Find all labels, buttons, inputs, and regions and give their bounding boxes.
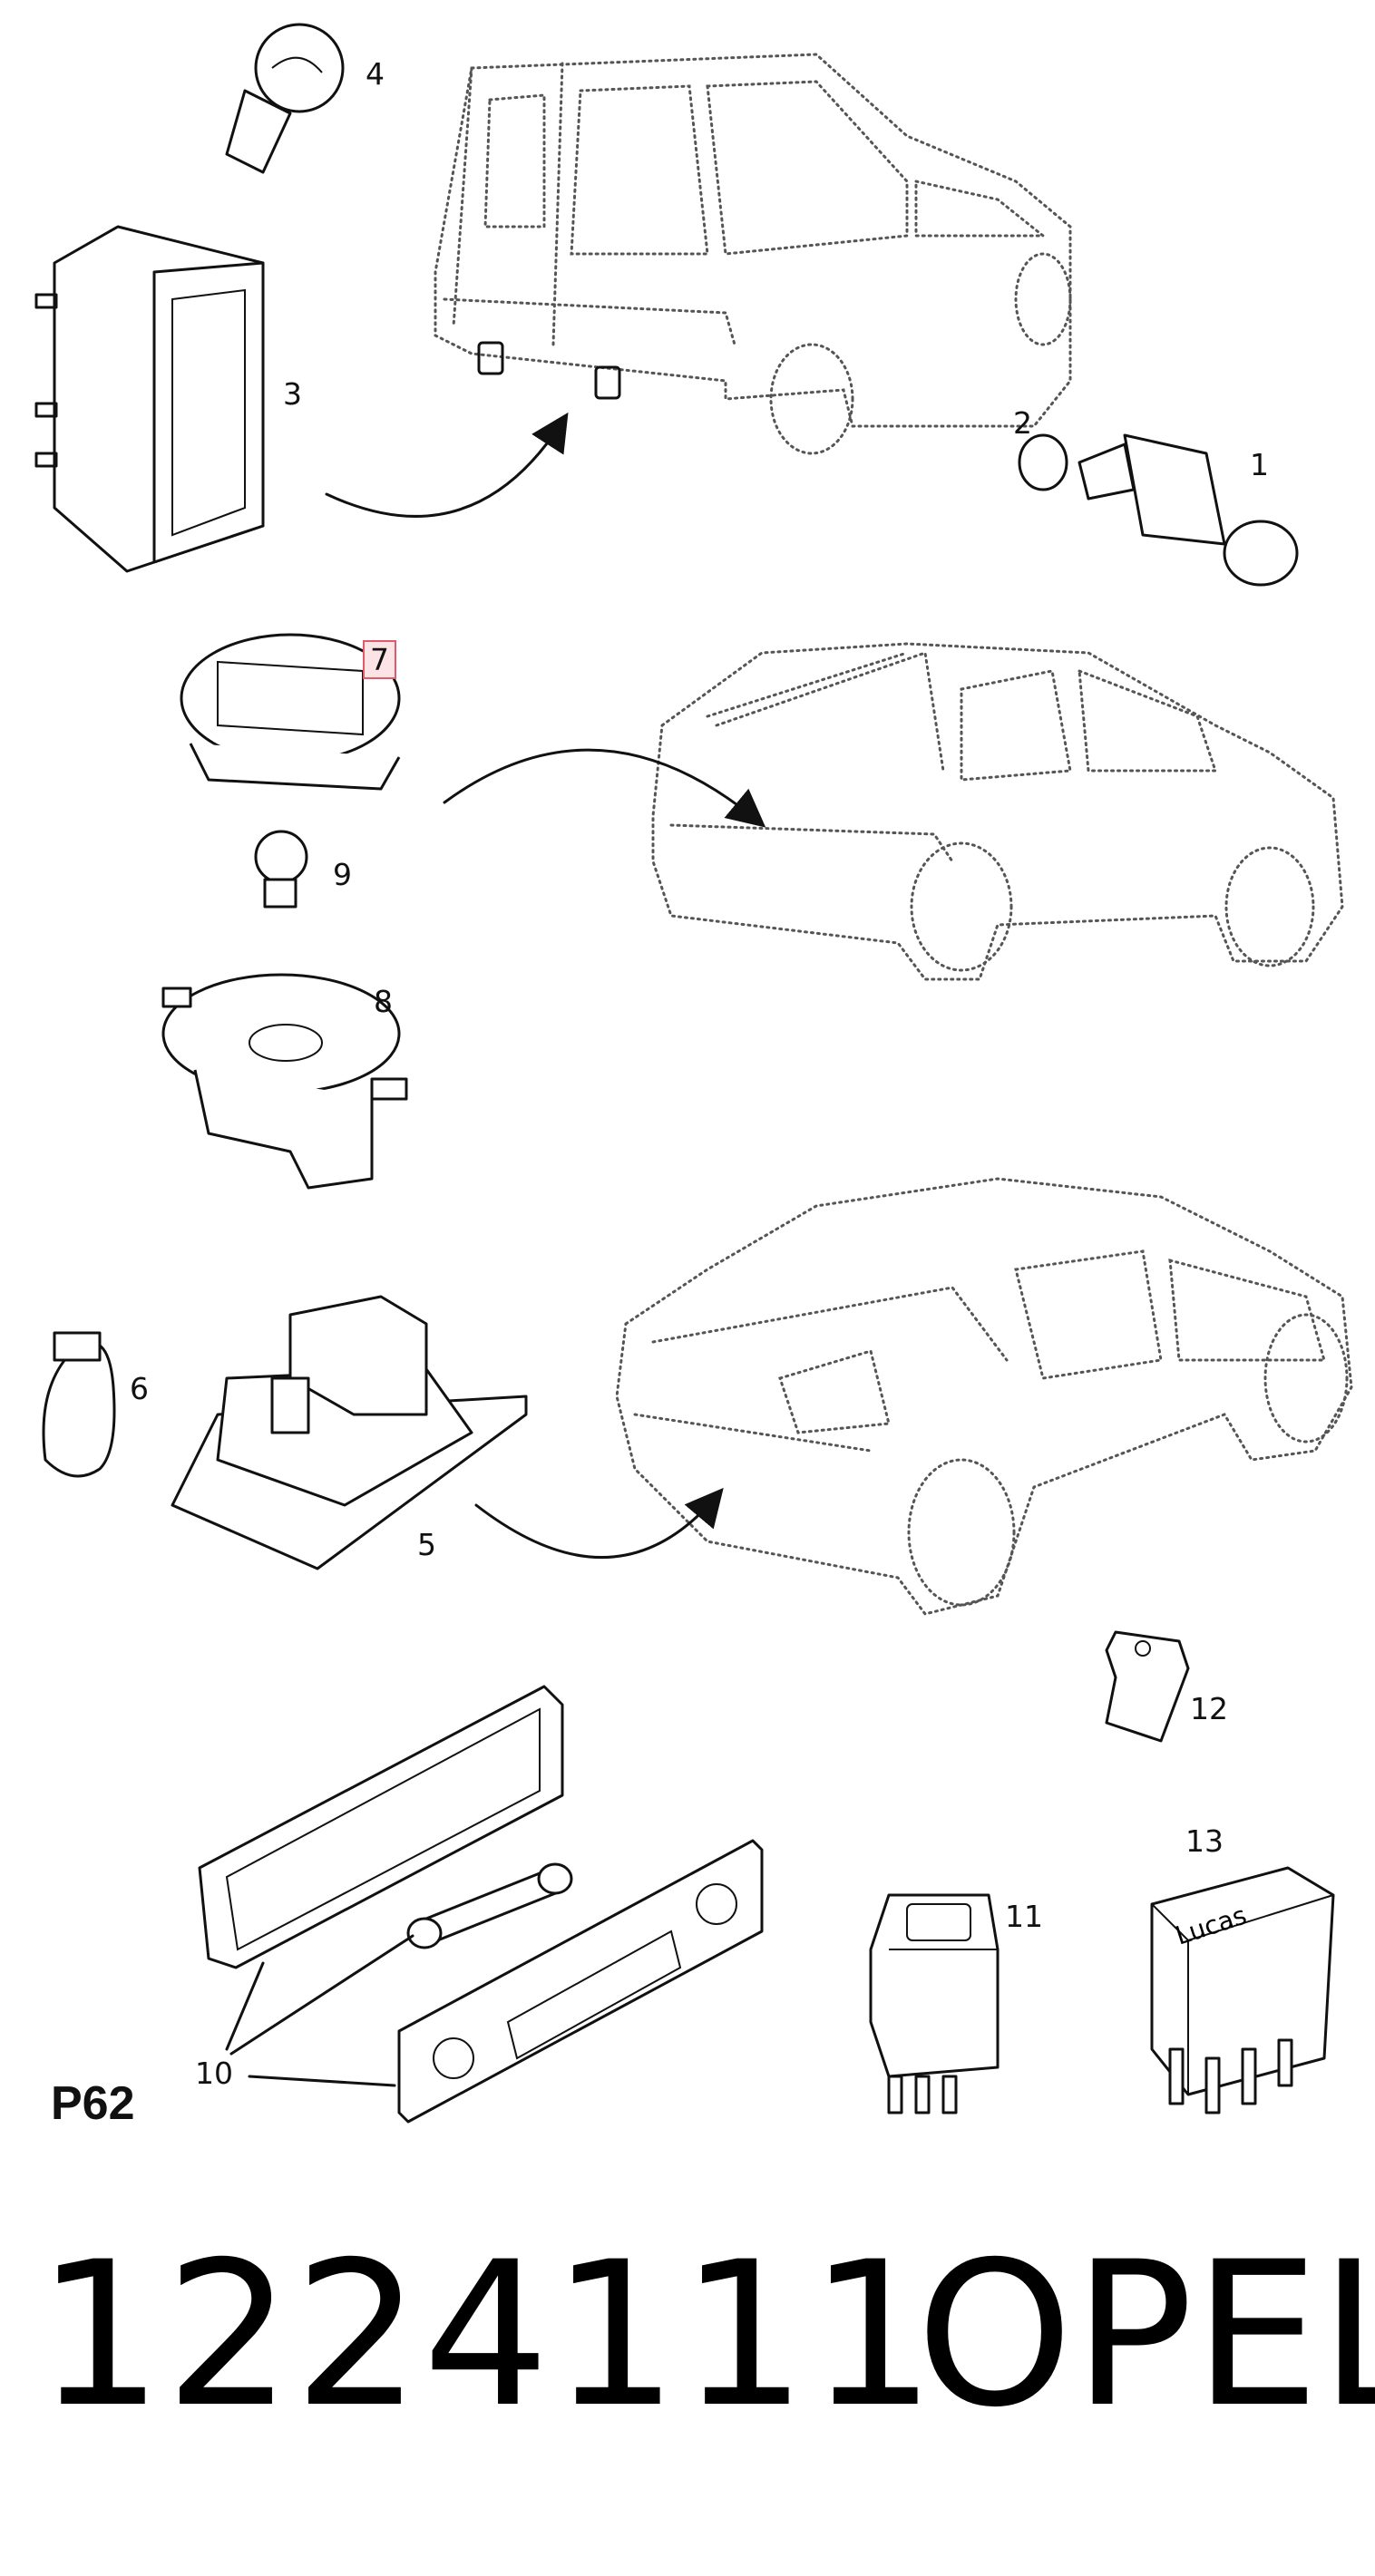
callout-10: 10 (195, 2056, 233, 2091)
brand-name: OPEL (916, 2219, 1375, 2451)
bulb-part-4 (225, 23, 345, 174)
leader-10b (229, 1934, 414, 2056)
gasket-part-10 (198, 1685, 564, 1969)
callout-7-highlighted[interactable]: 7 (363, 640, 396, 679)
callout-11: 11 (1005, 1899, 1043, 1934)
part-number: 1224111 (36, 2219, 938, 2451)
callout-3: 3 (283, 376, 302, 412)
callout-5: 5 (417, 1527, 436, 1562)
callout-4: 4 (366, 56, 385, 92)
festoon-bulb-part-10 (406, 1862, 573, 1949)
clip-part-12 (1105, 1630, 1190, 1743)
lamp-assembly-part-5 (171, 1295, 528, 1570)
relay-part-11 (869, 1893, 1000, 2114)
bulb-part-6 (42, 1331, 116, 1478)
arrow-to-van (325, 412, 569, 518)
arrow-to-coupe (474, 1487, 724, 1560)
callout-9: 9 (333, 857, 352, 892)
sheet-code: P62 (51, 2077, 135, 2130)
leader-10a (225, 1961, 265, 2051)
callout-2: 2 (1013, 405, 1032, 441)
callout-8: 8 (374, 984, 393, 1019)
leader-10c (248, 2075, 396, 2087)
callout-6: 6 (130, 1371, 149, 1406)
arrow-to-hatchback (443, 748, 766, 828)
callout-12: 12 (1190, 1691, 1228, 1726)
lamp-part-3 (34, 225, 265, 573)
housing-part-8 (161, 973, 408, 1190)
lens-part-10 (397, 1839, 764, 2124)
coupe-illustration (615, 1177, 1353, 1616)
callout-13: 13 (1185, 1823, 1224, 1859)
hatchback-illustration (651, 642, 1344, 981)
lens-part-7 (180, 633, 401, 791)
van-illustration (434, 53, 1072, 455)
relay-part-13: Lucas (1150, 1866, 1335, 2114)
callout-1: 1 (1250, 447, 1269, 482)
switch-part-1 (1018, 433, 1299, 587)
bulb-part-9 (254, 830, 308, 909)
